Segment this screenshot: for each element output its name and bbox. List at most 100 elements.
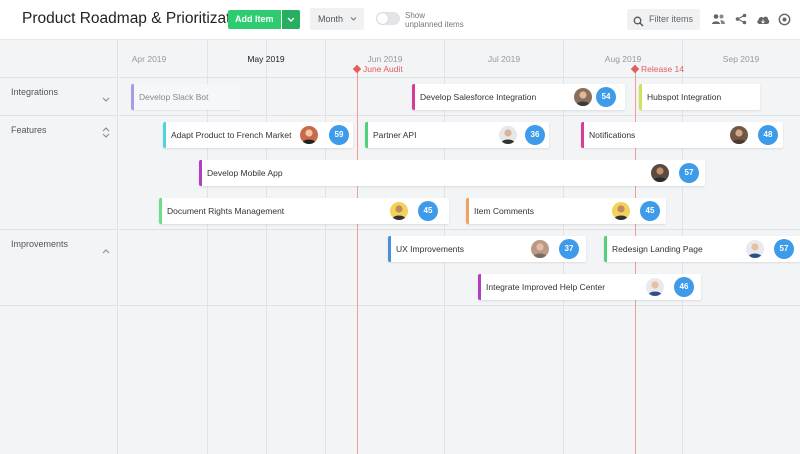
row-divider (119, 77, 800, 78)
settings-icon (778, 13, 790, 25)
cloud-sync-button[interactable] (755, 11, 771, 27)
item-color-bar (478, 274, 481, 300)
milestone-label[interactable]: Release 14 (641, 64, 685, 74)
milestone-line (635, 70, 636, 454)
milestone-diamond-icon[interactable] (352, 64, 362, 74)
show-unplanned-toggle[interactable] (376, 12, 400, 25)
roadmap-item[interactable]: Hubspot Integration (639, 84, 760, 110)
milestone-label[interactable]: June Audit (363, 64, 403, 74)
month-grid-line (266, 40, 267, 454)
add-item-button[interactable]: Add Item (228, 10, 281, 29)
month-label: Jun 2019 (367, 54, 403, 64)
cloud-icon (757, 16, 770, 24)
item-color-bar (131, 84, 134, 110)
roadmap-item[interactable]: UX Improvements 37 (388, 236, 586, 262)
item-name: Adapt Product to French Market (171, 130, 292, 140)
item-name: Document Rights Management (167, 206, 285, 216)
show-unplanned-label: Show unplanned items (405, 11, 464, 29)
item-color-bar (365, 122, 368, 148)
avatar[interactable] (612, 202, 630, 220)
avatar[interactable] (730, 126, 748, 144)
item-name: UX Improvements (396, 244, 465, 254)
share-icon (735, 13, 747, 25)
item-color-bar (163, 122, 166, 148)
chevron-up-icon[interactable] (102, 241, 110, 259)
score-badge: 37 (559, 239, 579, 259)
add-item-dropdown-button[interactable] (281, 10, 300, 29)
avatar[interactable] (300, 126, 318, 144)
score-badge: 45 (418, 201, 438, 221)
item-name: Item Comments (474, 206, 534, 216)
view-scale-select[interactable]: Month (310, 8, 364, 30)
share-button[interactable] (733, 11, 749, 27)
month-label: Aug 2019 (604, 54, 642, 64)
roadmap-item[interactable]: Partner API 36 (365, 122, 549, 148)
score-badge: 57 (774, 239, 794, 259)
row-divider (119, 229, 800, 230)
chevron-down-icon (287, 17, 295, 22)
row-divider (0, 229, 118, 230)
filter-placeholder: Filter items (649, 14, 694, 24)
chevron-down-icon[interactable] (102, 90, 110, 108)
search-icon (633, 14, 644, 35)
roadmap-item[interactable]: Adapt Product to French Market 59 (163, 122, 353, 148)
roadmap-item[interactable]: Redesign Landing Page 57 (604, 236, 800, 262)
item-color-bar (412, 84, 415, 110)
score-badge: 46 (674, 277, 694, 297)
item-color-bar (466, 198, 469, 224)
month-grid-line (325, 40, 326, 454)
item-color-bar (639, 84, 642, 110)
item-color-bar (199, 160, 202, 186)
chevron-down-icon (350, 8, 357, 38)
row-divider (0, 115, 118, 116)
month-label: Sep 2019 (722, 54, 760, 64)
item-color-bar (159, 198, 162, 224)
groups-column: Integrations Features Improvements (0, 40, 118, 454)
month-label-current: May 2019 (247, 54, 285, 64)
row-divider (0, 77, 118, 78)
month-label: Apr 2019 (131, 54, 167, 64)
score-badge: 48 (758, 125, 778, 145)
month-grid-line (207, 40, 208, 454)
row-divider (119, 115, 800, 116)
toggle-knob (377, 13, 388, 24)
roadmap-item[interactable]: Item Comments 45 (466, 198, 666, 224)
score-badge: 36 (525, 125, 545, 145)
avatar[interactable] (499, 126, 517, 144)
group-improvements-label: Improvements (11, 239, 69, 249)
score-badge: 54 (596, 87, 616, 107)
score-badge: 57 (679, 163, 699, 183)
item-name: Redesign Landing Page (612, 244, 703, 254)
manage-users-button[interactable] (710, 11, 726, 27)
item-name: Integrate Improved Help Center (486, 282, 606, 292)
filter-input[interactable]: Filter items (627, 9, 700, 30)
avatar[interactable] (651, 164, 669, 182)
row-divider (0, 305, 118, 306)
item-name: Partner API (373, 130, 417, 140)
avatar[interactable] (390, 202, 408, 220)
roadmap-item[interactable]: Develop Slack Bot (131, 84, 241, 110)
milestone-diamond-icon[interactable] (630, 64, 640, 74)
roadmap-item[interactable]: Document Rights Management 45 (159, 198, 449, 224)
group-features-label: Features (11, 125, 47, 135)
avatar[interactable] (646, 278, 664, 296)
item-name: Develop Salesforce Integration (420, 92, 537, 102)
roadmap-item[interactable]: Integrate Improved Help Center 46 (478, 274, 701, 300)
item-name: Notifications (589, 130, 636, 140)
roadmap-item[interactable]: Notifications 48 (581, 122, 783, 148)
item-color-bar (581, 122, 584, 148)
timeline: Apr 2019 May 2019 Jun 2019 Jul 2019 Aug … (119, 40, 800, 454)
roadmap-item[interactable]: Develop Mobile App 57 (199, 160, 705, 186)
settings-button[interactable] (776, 11, 792, 27)
users-icon (711, 14, 725, 24)
avatar[interactable] (531, 240, 549, 258)
item-name: Hubspot Integration (647, 92, 722, 102)
chevron-sort-icon[interactable] (102, 125, 110, 143)
top-bar: Product Roadmap & Prioritization Add Ite… (0, 0, 800, 40)
page-title: Product Roadmap & Prioritization (22, 10, 252, 27)
avatar[interactable] (574, 88, 592, 106)
roadmap-item[interactable]: Develop Salesforce Integration 54 (412, 84, 625, 110)
row-divider (119, 305, 800, 306)
item-color-bar (604, 236, 607, 262)
avatar[interactable] (746, 240, 764, 258)
